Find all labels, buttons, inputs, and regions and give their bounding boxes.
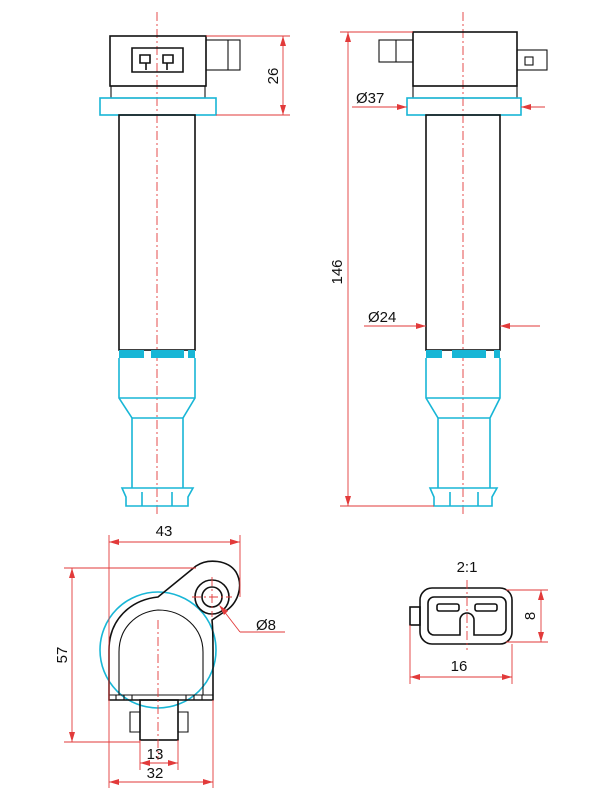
side-flange xyxy=(406,97,522,116)
dim-13-arrow-left xyxy=(140,760,150,766)
dim-16-arrow-right xyxy=(502,674,512,680)
side-connector-head xyxy=(412,31,518,87)
top-view: 43 Ø8 57 13 32 xyxy=(54,523,285,788)
front-view: 26 xyxy=(99,12,290,515)
dim-26-arrow-top xyxy=(280,36,286,46)
dim-d37-arrow-right xyxy=(521,104,531,110)
dim-d8-label: Ø8 xyxy=(256,617,276,634)
dim-d24-arrow-left xyxy=(416,323,426,329)
dim-146-arrow-top xyxy=(345,32,351,42)
front-connector-head xyxy=(109,35,207,87)
dim-d8-arrow xyxy=(219,605,228,615)
front-flange xyxy=(99,97,217,116)
dim-26-label: 26 xyxy=(265,68,282,85)
dim-16-arrow-left xyxy=(410,674,420,680)
detail-scale-label: 2:1 xyxy=(457,559,478,576)
front-connector-socket xyxy=(131,47,184,73)
side-view: 146 Ø37 Ø24 xyxy=(329,12,548,515)
top-body-inner xyxy=(118,609,204,696)
dim-d24-label: Ø24 xyxy=(368,309,396,326)
dim-d37-arrow-left xyxy=(397,104,407,110)
side-connector-right-tab xyxy=(516,49,548,71)
side-seal-band-right xyxy=(494,350,500,358)
dim-13-arrow-right xyxy=(168,760,178,766)
top-base-ticks xyxy=(115,695,203,700)
dim-d37-label: Ø37 xyxy=(356,90,384,107)
dim-26-arrow-bottom xyxy=(280,105,286,115)
side-boot-tip xyxy=(428,487,499,507)
top-connector-detail xyxy=(129,711,189,733)
front-seal-band-left xyxy=(119,350,144,358)
detail-terminal-left xyxy=(436,603,460,612)
front-seal-band-right xyxy=(188,350,195,358)
front-seal-band-mid xyxy=(151,350,184,358)
side-boot xyxy=(425,358,501,488)
front-socket-pins xyxy=(139,54,174,70)
top-body-outline xyxy=(108,560,241,701)
front-connector-side-tab xyxy=(205,39,241,71)
dim-32-arrow-right xyxy=(203,779,213,785)
dim-146-label: 146 xyxy=(329,259,346,284)
dim-57-arrow-top xyxy=(69,568,75,578)
detail-latch xyxy=(409,606,421,626)
dim-32-arrow-left xyxy=(109,779,119,785)
dim-13-label: 13 xyxy=(147,746,164,763)
dim-16-label: 16 xyxy=(451,658,468,675)
side-seal-band-left xyxy=(426,350,442,358)
dim-32-label: 32 xyxy=(147,765,164,782)
dim-57-label: 57 xyxy=(54,647,71,664)
dim-d24-arrow-right xyxy=(500,323,510,329)
front-boot xyxy=(118,358,196,488)
detail-socket xyxy=(427,596,507,636)
dim-43-arrow-left xyxy=(109,539,119,545)
front-boot-tip xyxy=(120,487,195,507)
dim-57-arrow-bottom xyxy=(69,732,75,742)
dim-43-label: 43 xyxy=(156,523,173,540)
detail-terminal-right xyxy=(474,603,498,612)
dim-43-arrow-right xyxy=(230,539,240,545)
dim-8-arrow-bottom xyxy=(538,632,544,642)
front-neck xyxy=(110,85,206,99)
dim-8-arrow-top xyxy=(538,590,544,600)
side-right-tab-notch xyxy=(524,56,534,66)
connector-detail-view: 2:1 8 16 xyxy=(409,559,548,684)
dim-146-arrow-bottom xyxy=(345,496,351,506)
side-neck xyxy=(412,85,518,99)
dim-8-label: 8 xyxy=(522,612,539,620)
side-seal-band-mid xyxy=(452,350,486,358)
